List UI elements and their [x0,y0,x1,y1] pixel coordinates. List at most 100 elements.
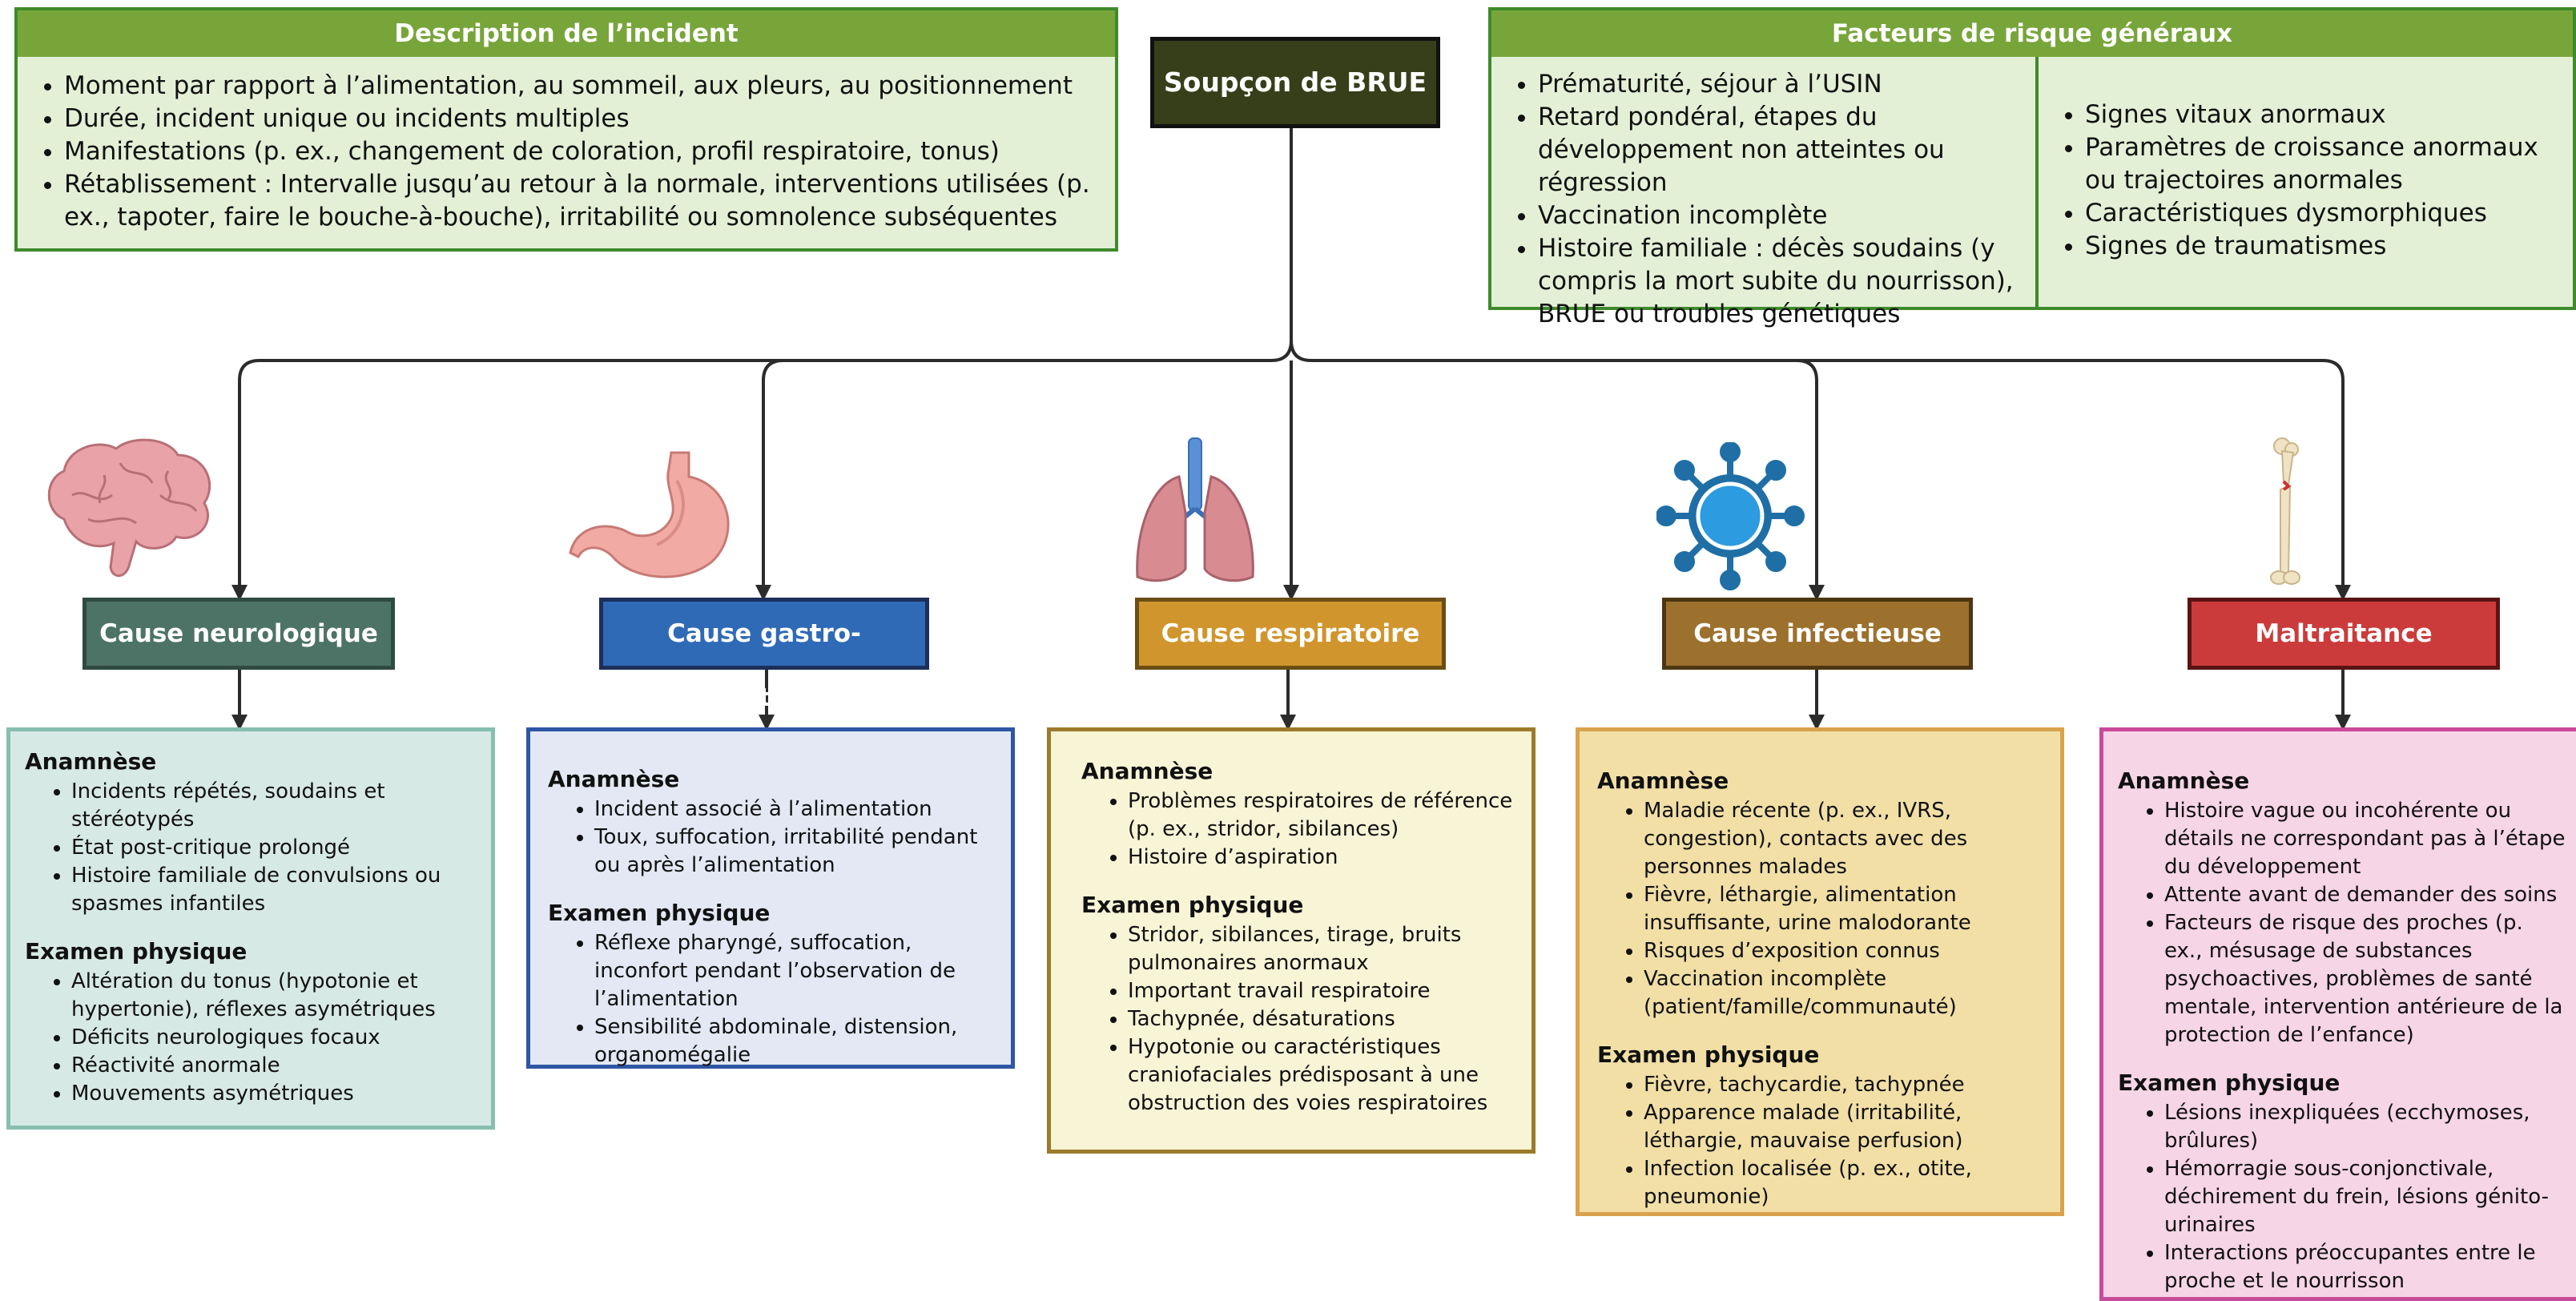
arrowhead [2335,585,2351,601]
connector-gi [762,359,784,585]
arrowhead [231,585,248,601]
section-heading: Examen physique [25,938,248,965]
list-item: Toux, suffocation, irritabilité pendant … [594,824,996,880]
cause-gi-header: Cause gastro-intestinale [599,598,929,712]
detail-list: Stridor, sibilances, tirage, bruits pulm… [1081,921,1517,1118]
arrowhead [1283,585,1299,601]
detail-resp-box: Anamnèse Problèmes respiratoires de réfé… [1047,727,1536,1154]
section-heading: Examen physique [1597,1041,1820,1068]
cause-inf-header: Cause infectieuse [1662,598,1973,670]
list-item: Sensibilité abdominale, distension, orga… [594,1013,996,1069]
list-item: Histoire vague ou incohérente ou détails… [2164,797,2566,881]
risk-item: Retard pondéral, étapes du développement… [1538,101,2026,199]
detail-list: Histoire vague ou incohérente ou détails… [2118,797,2566,1049]
incident-item: Moment par rapport à l’alimentation, au … [64,70,1091,103]
risk-item: Vaccination incomplète [1538,199,2026,232]
list-item: Mouvements asymétriques [71,1080,477,1108]
central-brue-box: Soupçon de BRUE [1150,37,1440,128]
section-heading: Anamnèse [1597,767,1729,794]
detail-inf-box: Anamnèse Maladie récente (p. ex., IVRS, … [1576,727,2064,1216]
arrowhead [2335,715,2351,731]
risk-item: Prématurité, séjour à l’USIN [1538,68,2026,101]
incident-item: Durée, incident unique ou incidents mult… [64,103,1091,135]
connector-inf [1796,359,1818,585]
cause-neuro-header: Cause neurologique [83,598,395,670]
detail-abuse-box: Anamnèse Histoire vague ou incohérente o… [2099,727,2576,1301]
risk-item: Paramètres de croissance anormaux ou tra… [2085,131,2558,197]
section-heading: Examen physique [548,900,771,926]
cause-resp-header: Cause respiratoire [1135,598,1446,670]
section-heading: Anamnèse [2118,767,2250,794]
virus-icon [1656,442,1805,590]
list-item: Interactions préoccupantes entre le proc… [2164,1239,2566,1295]
list-item: Apparence malade (irritabilité, léthargi… [1644,1099,2046,1155]
connector-trunk [238,128,1293,585]
list-item: Vaccination incomplète (patient/famille/… [1644,965,2046,1021]
risk-item: Histoire familiale : décès soudains (y c… [1538,232,2026,331]
detail-gi-box: Anamnèse Incident associé à l’alimentati… [526,727,1015,1069]
detail-list: Problèmes respiratoires de référence (p.… [1081,787,1517,872]
incident-item: Rétablissement : Intervalle jusqu’au ret… [64,168,1091,234]
detail-list: Lésions inexpliquées (ecchymoses, brûlur… [2118,1099,2566,1295]
list-item: Réflexe pharyngé, suffocation, inconfort… [594,929,996,1013]
detail-list: Maladie récente (p. ex., IVRS, congestio… [1597,797,2046,1021]
arrowhead [755,585,771,601]
list-item: Hémorragie sous-conjonctivale, déchireme… [2164,1155,2566,1239]
list-item: Histoire d’aspiration [1128,844,1517,872]
detail-list: Incidents répétés, soudains et stéréotyp… [25,778,477,918]
broken-bone-icon [2270,437,2300,585]
list-item: Hypotonie ou caractéristiques craniofaci… [1128,1033,1517,1118]
stomach-icon [569,451,730,578]
section-heading: Examen physique [1081,892,1304,918]
risk-factors-title: Facteurs de risque généraux [1491,10,2573,57]
arrowhead [231,715,248,731]
section-heading: Examen physique [2118,1069,2341,1096]
list-item: Infection localisée (p. ex., otite, pneu… [1644,1155,2046,1211]
section-heading: Anamnèse [548,766,680,792]
incident-item: Manifestations (p. ex., changement de co… [64,135,1091,168]
incident-list: Moment par rapport à l’alimentation, au … [18,57,1115,234]
list-item: Fièvre, léthargie, alimentation insuffis… [1644,881,2046,937]
lungs-icon [1136,437,1254,582]
list-item: Maladie récente (p. ex., IVRS, congestio… [1644,797,2046,881]
list-item: Tachypnée, désaturations [1128,1005,1517,1033]
risk-list-right: Signes vitaux anormaux Paramètres de cro… [2039,99,2567,263]
arrowhead [1280,715,1296,731]
risk-item: Signes vitaux anormaux [2085,99,2558,131]
incident-description-title: Description de l’incident [18,10,1115,57]
detail-list: Altération du tonus (hypotonie et hypert… [25,968,477,1108]
risk-list-left: Prématurité, séjour à l’USIN Retard pond… [1491,68,2035,331]
list-item: Réactivité anormale [71,1052,477,1080]
list-item: Incidents répétés, soudains et stéréotyp… [71,778,477,834]
list-item: Fièvre, tachycardie, tachypnée [1644,1071,2046,1099]
brain-icon [47,438,211,578]
arrowhead [1809,715,1825,731]
detail-list: Incident associé à l’alimentation Toux, … [548,796,996,880]
list-item: Histoire familiale de convulsions ou spa… [71,862,477,918]
risk-factors-box: Facteurs de risque généraux Prématurité,… [1488,7,2576,328]
list-item: Lésions inexpliquées (ecchymoses, brûlur… [2164,1099,2566,1155]
section-heading: Anamnèse [25,748,157,775]
risk-item: Caractéristiques dysmorphiques [2085,197,2558,230]
list-item: Facteurs de risque des proches (p. ex., … [2164,909,2566,1049]
detail-neuro-box: Anamnèse Incidents répétés, soudains et … [6,727,495,1130]
list-item: État post-critique prolongé [71,834,477,862]
list-item: Incident associé à l’alimentation [594,796,996,824]
list-item: Important travail respiratoire [1128,977,1517,1005]
risk-divider [2035,57,2039,307]
cause-abuse-header: Maltraitance [2188,598,2500,670]
incident-description-box: Description de l’incident Moment par rap… [14,7,1118,252]
list-item: Problèmes respiratoires de référence (p.… [1128,787,1517,844]
connector-trunk-right [1290,340,2345,585]
list-item: Attente avant de demander des soins [2164,881,2566,909]
section-heading: Anamnèse [1081,758,1214,784]
list-item: Altération du tonus (hypotonie et hypert… [71,968,477,1024]
arrowhead [759,715,775,731]
arrowhead [1809,585,1825,601]
list-item: Stridor, sibilances, tirage, bruits pulm… [1128,921,1517,977]
detail-list: Fièvre, tachycardie, tachypnée Apparence… [1597,1071,2046,1211]
list-item: Risques d’exposition connus [1644,937,2046,965]
detail-list: Réflexe pharyngé, suffocation, inconfort… [548,929,996,1069]
list-item: Déficits neurologiques focaux [71,1024,477,1052]
